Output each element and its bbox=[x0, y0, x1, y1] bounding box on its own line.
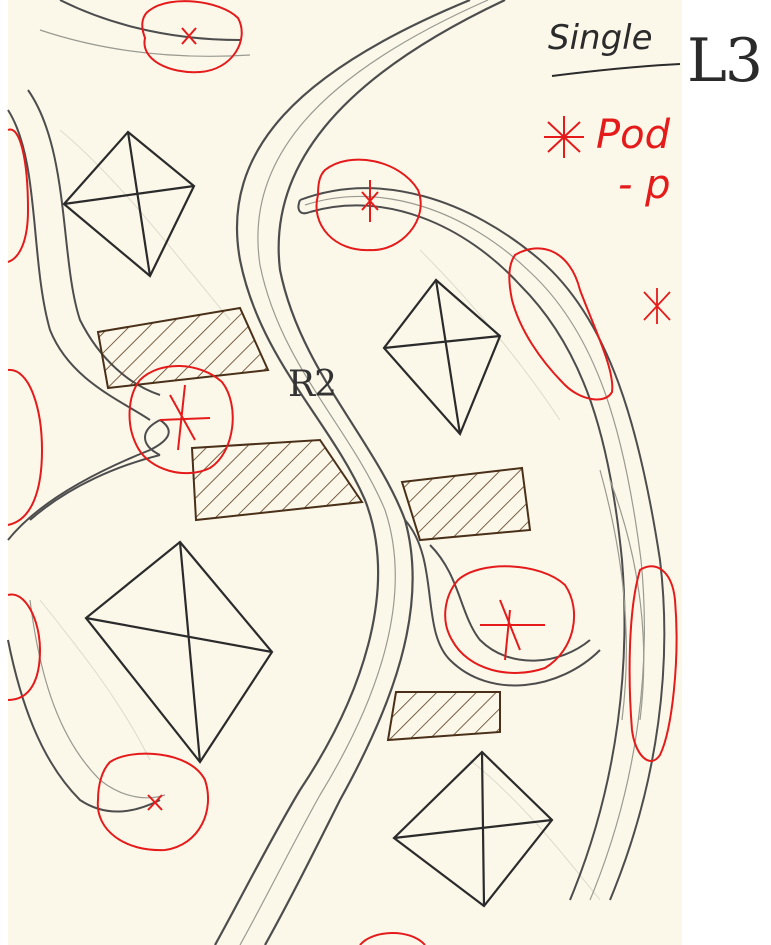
page-margin bbox=[682, 0, 771, 945]
crossing-middle-right bbox=[402, 468, 530, 540]
note-heading: Single bbox=[548, 18, 653, 58]
crossing-lower-right bbox=[388, 692, 500, 740]
note-line-2: - p bbox=[618, 162, 671, 208]
note-line-1: Pod bbox=[596, 112, 670, 158]
corridor-label: R2 bbox=[288, 364, 336, 405]
page-tag-label: L3 bbox=[687, 26, 761, 96]
